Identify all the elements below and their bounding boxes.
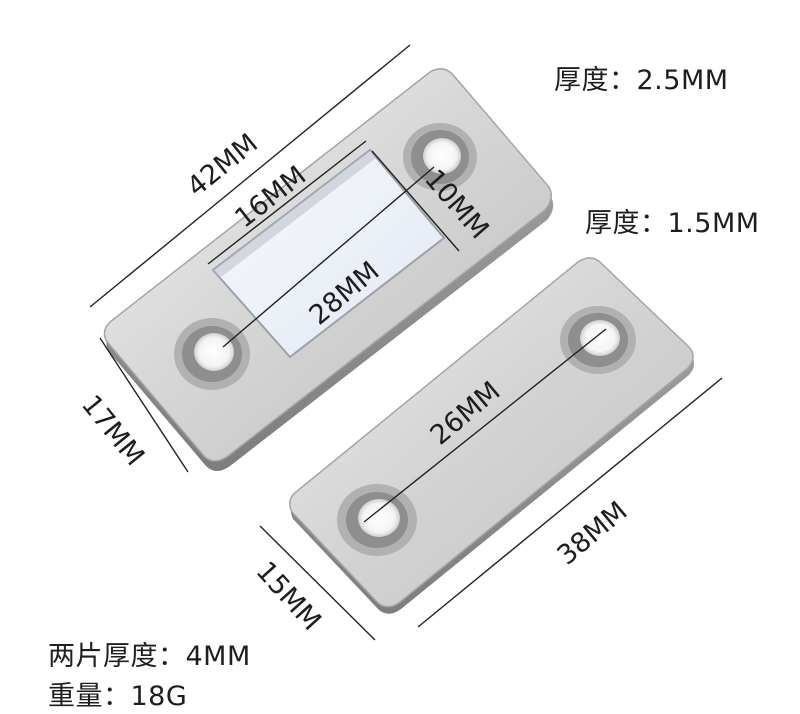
pair-thickness-label: 两片厚度：4MM	[48, 641, 251, 672]
upper-thickness-label: 厚度：2.5MM	[554, 65, 729, 96]
dim-upper-width: 17MM	[75, 389, 150, 471]
weight-label: 重量：18G	[48, 681, 188, 712]
upper-hole-left	[174, 318, 250, 390]
dim-lower-width: 15MM	[250, 556, 327, 637]
lower-thickness-label: 厚度：1.5MM	[585, 208, 760, 239]
magnet-insert	[211, 148, 446, 359]
upper-hole-right	[403, 123, 477, 191]
lower-plate	[289, 257, 695, 614]
upper-plate	[103, 68, 554, 472]
dimension-lines	[89, 44, 723, 641]
lower-hole-right	[560, 306, 636, 374]
lower-hole-left	[337, 484, 417, 556]
